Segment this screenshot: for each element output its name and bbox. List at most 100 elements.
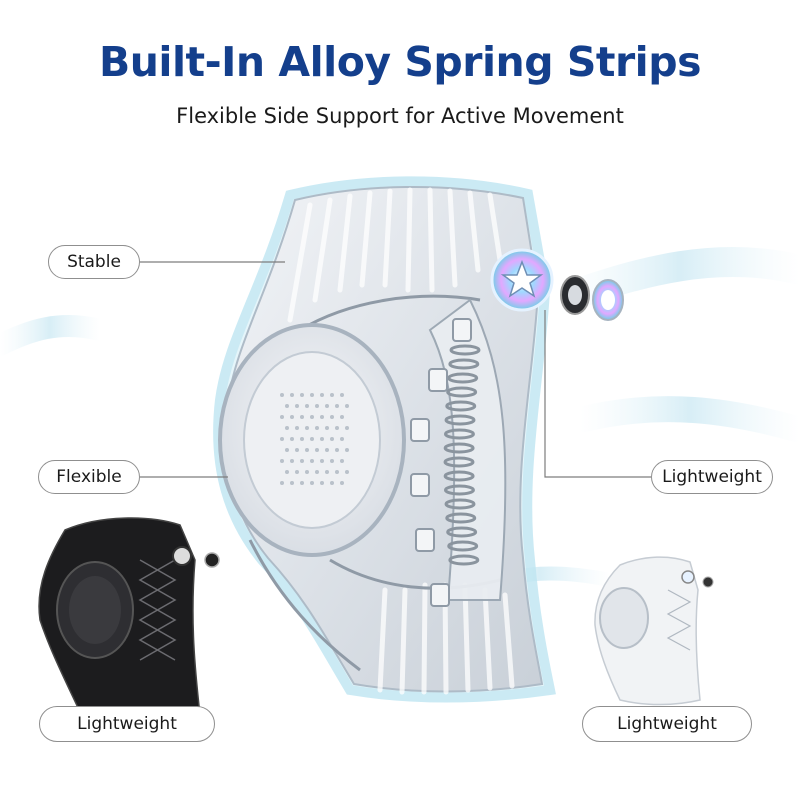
pad-dot xyxy=(300,393,304,397)
callout-lightweight-right: Lightweight xyxy=(651,460,773,494)
stabilizer-tab xyxy=(452,318,472,342)
pad-dot xyxy=(295,470,299,474)
pad-dot xyxy=(305,448,309,452)
pad-dot xyxy=(280,481,284,485)
side-stabilizer-tabs xyxy=(410,318,472,607)
page-subtitle: Flexible Side Support for Active Movemen… xyxy=(176,104,624,128)
pad-dot xyxy=(320,459,324,463)
spring-coil-ring xyxy=(447,540,479,552)
pad-dot xyxy=(310,415,314,419)
pad-dot xyxy=(290,393,294,397)
pad-dot xyxy=(295,426,299,430)
spring-coil-ring xyxy=(448,554,480,566)
pad-dot xyxy=(330,393,334,397)
pad-dot xyxy=(320,393,324,397)
pad-dot xyxy=(345,448,349,452)
pad-dot xyxy=(325,426,329,430)
pad-dot xyxy=(345,426,349,430)
spring-coil-ring xyxy=(449,344,481,356)
pad-dot xyxy=(325,404,329,408)
stabilizer-tab xyxy=(410,418,430,442)
pad-dot xyxy=(345,404,349,408)
pad-dot xyxy=(340,437,344,441)
black-knee-brace-thumbnail xyxy=(38,517,220,721)
pad-dot xyxy=(330,437,334,441)
pad-dot xyxy=(300,481,304,485)
pad-dot xyxy=(285,470,289,474)
pad-dot xyxy=(285,426,289,430)
pad-dot xyxy=(345,470,349,474)
pad-dot xyxy=(300,437,304,441)
pad-dot xyxy=(305,470,309,474)
pad-dot xyxy=(330,415,334,419)
pad-dot xyxy=(295,404,299,408)
pad-dot xyxy=(335,448,339,452)
spring-coil-ring xyxy=(448,358,480,370)
pad-dot xyxy=(325,470,329,474)
callout-lightweight-bottom-right: Lightweight xyxy=(582,706,752,742)
pad-dot xyxy=(315,448,319,452)
pad-dot xyxy=(335,426,339,430)
hinge-bearing-parts xyxy=(560,275,624,321)
stabilizer-tab xyxy=(430,583,450,607)
alloy-spring-coil xyxy=(443,344,481,566)
pad-dot xyxy=(310,459,314,463)
knit-stripes xyxy=(287,187,515,695)
pad-dot xyxy=(315,426,319,430)
pad-dot xyxy=(310,481,314,485)
pad-dot xyxy=(325,448,329,452)
pad-dot xyxy=(285,404,289,408)
pad-dot xyxy=(330,481,334,485)
pad-dot xyxy=(290,459,294,463)
spring-coil-ring xyxy=(443,428,475,440)
spring-coil-ring xyxy=(445,512,477,524)
pad-dot xyxy=(280,415,284,419)
pad-perforation-dots xyxy=(280,393,349,485)
pad-dot xyxy=(300,415,304,419)
pad-dot xyxy=(295,448,299,452)
spring-coil-ring xyxy=(443,456,475,468)
pad-dot xyxy=(320,481,324,485)
pad-dot xyxy=(305,426,309,430)
stabilizer-tab xyxy=(428,368,448,392)
callout-flexible: Flexible xyxy=(38,460,140,494)
pad-dot xyxy=(290,437,294,441)
callout-stable: Stable xyxy=(48,245,140,279)
spring-coil-ring xyxy=(444,498,476,510)
spring-coil-ring xyxy=(446,386,478,398)
pad-dot xyxy=(315,404,319,408)
stabilizer-tab xyxy=(410,473,430,497)
spring-coil-ring xyxy=(445,400,477,412)
pad-dot xyxy=(330,459,334,463)
pad-dot xyxy=(310,393,314,397)
pad-dot xyxy=(340,415,344,419)
star-badge-icon xyxy=(490,248,554,312)
pad-dot xyxy=(320,415,324,419)
callout-leader-lines xyxy=(140,261,651,478)
white-knee-brace-thumbnail xyxy=(594,556,714,706)
spring-coil-ring xyxy=(447,372,479,384)
pad-dot xyxy=(290,415,294,419)
spring-coil-ring xyxy=(443,470,475,482)
pad-dot xyxy=(335,470,339,474)
pad-dot xyxy=(285,448,289,452)
stabilizer-tab xyxy=(415,528,435,552)
spring-coil-ring xyxy=(446,526,478,538)
spring-coil-ring xyxy=(443,442,475,454)
pad-dot xyxy=(280,459,284,463)
spring-coil-ring xyxy=(443,484,475,496)
pad-dot xyxy=(335,404,339,408)
pad-dot xyxy=(305,404,309,408)
pad-dot xyxy=(315,470,319,474)
spring-coil-ring xyxy=(444,414,476,426)
pad-dot xyxy=(320,437,324,441)
pad-dot xyxy=(300,459,304,463)
callout-lightweight-bottom-left: Lightweight xyxy=(39,706,215,742)
page-title: Built-In Alloy Spring Strips xyxy=(98,38,702,86)
pad-dot xyxy=(340,459,344,463)
pad-dot xyxy=(290,481,294,485)
pad-dot xyxy=(340,481,344,485)
pad-dot xyxy=(280,437,284,441)
